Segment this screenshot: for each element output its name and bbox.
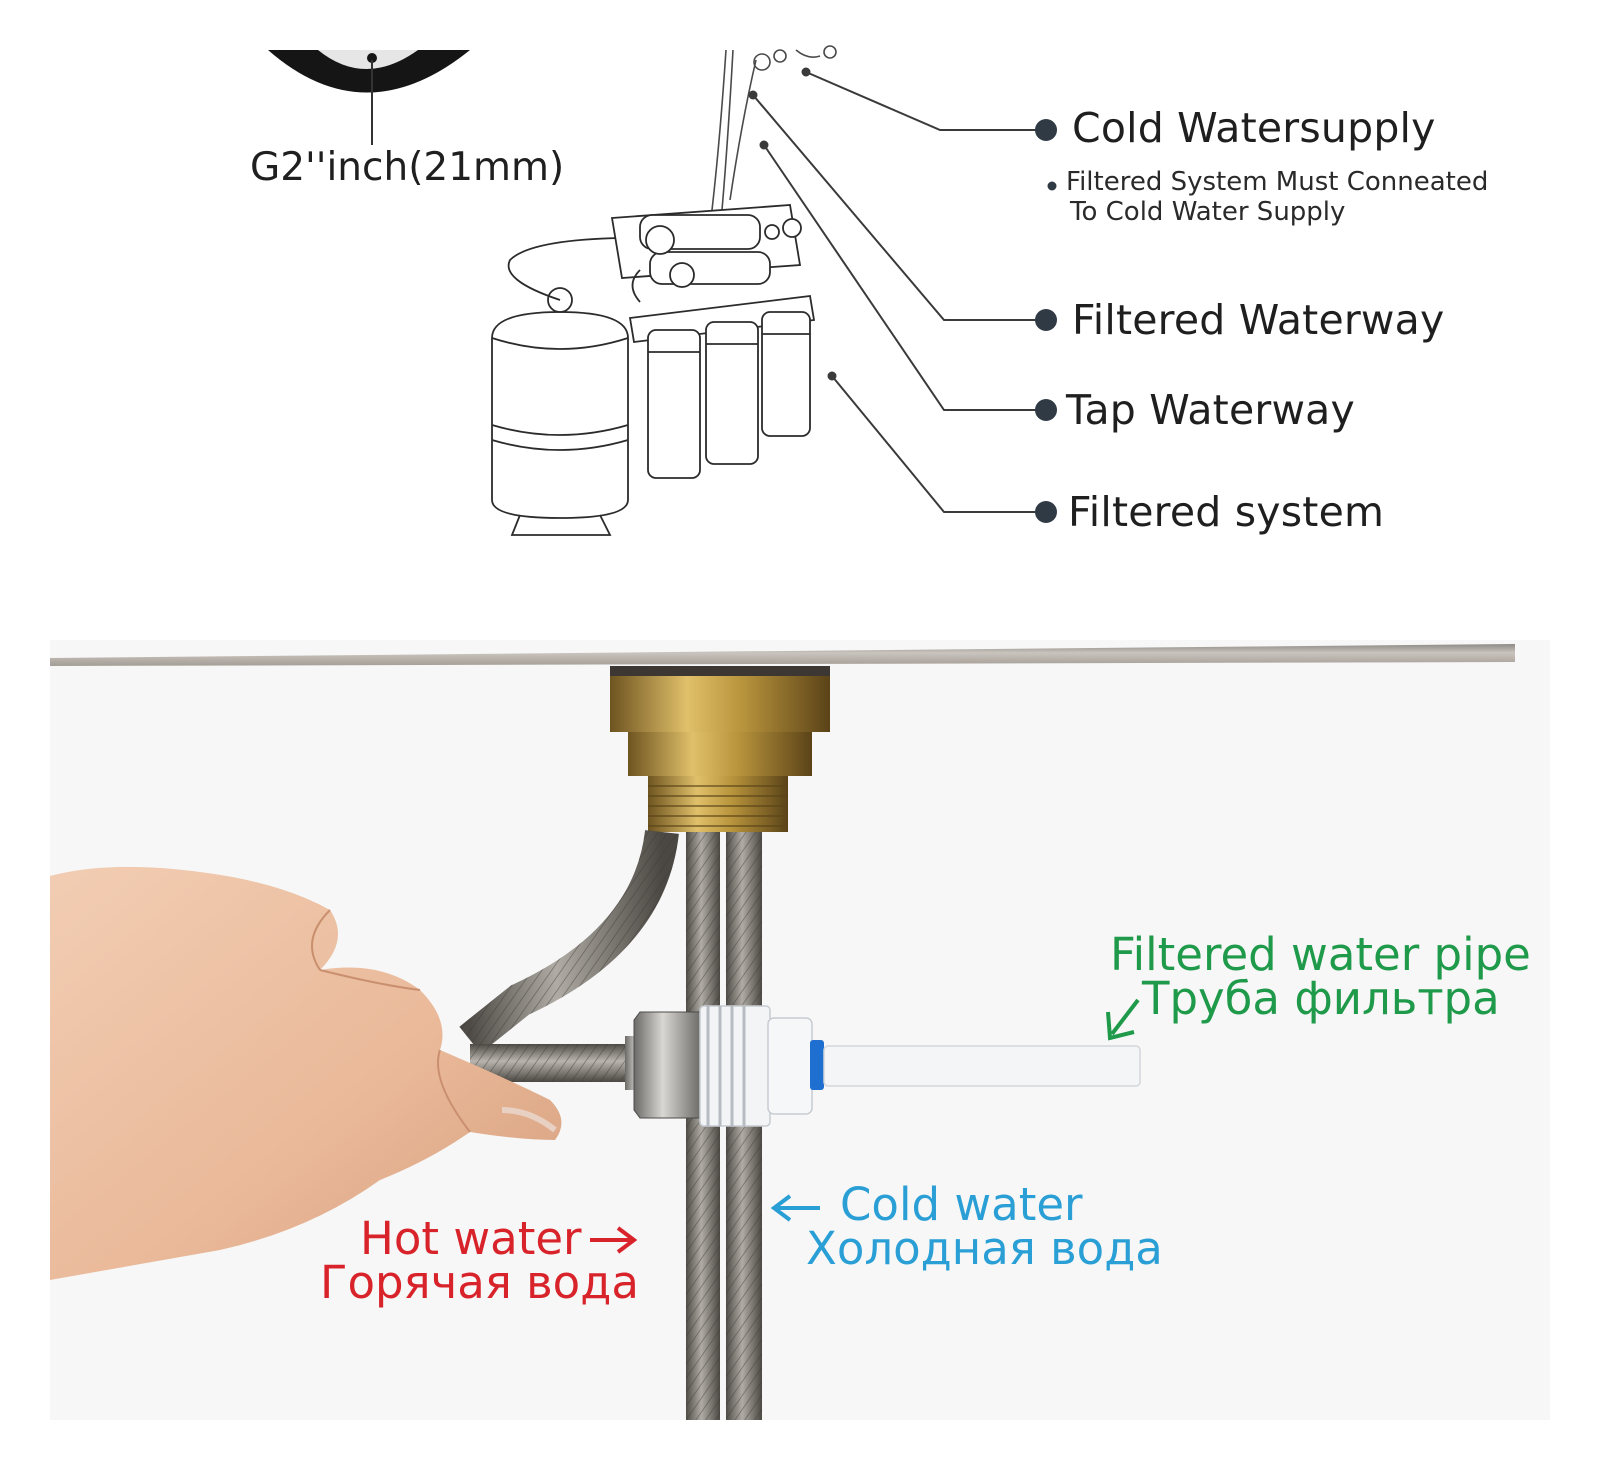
- countertop: [50, 644, 1515, 666]
- cold-water-label-en: Cold water: [840, 1178, 1083, 1231]
- cold-water-arrow-icon: [770, 1194, 820, 1222]
- plastic-adapter: [699, 1005, 824, 1127]
- photo-illustration: [50, 644, 1515, 1420]
- callout-filtered-waterway: Filtered Waterway: [1072, 296, 1445, 344]
- brass-fitting: [610, 676, 830, 832]
- callout-dots: [1035, 119, 1057, 523]
- filtered-pipe-label-ru: Труба фильтра: [1142, 972, 1500, 1025]
- hot-water-arrow-icon: [590, 1226, 638, 1254]
- note-line-1: Filtered System Must Conneated: [1066, 167, 1489, 197]
- thread-size-label: G2''inch(21mm): [250, 145, 565, 190]
- callout-tap-waterway: Tap Waterway: [1066, 386, 1355, 434]
- cold-water-label-ru: Холодная вода: [806, 1222, 1163, 1275]
- filtered-water-tube: [823, 1045, 1141, 1087]
- ro-filter-system-drawing: [491, 204, 816, 536]
- installation-diagram: G2''inch(21mm) Cold Watersupply Filtered…: [0, 0, 1600, 600]
- callout-cold-water-supply: Cold Watersupply: [1072, 104, 1436, 152]
- hot-water-label-en: Hot water: [360, 1212, 582, 1265]
- steel-connector: [625, 1011, 707, 1119]
- hand: [50, 866, 562, 1280]
- diagram-drawing: [268, 45, 1057, 536]
- faucet-base-drawing: [268, 50, 470, 145]
- note-line-2: To Cold Water Supply: [1070, 197, 1346, 227]
- installation-photo: Filtered water pipe Труба фильтра Cold w…: [50, 640, 1550, 1420]
- callout-filtered-system: Filtered system: [1068, 488, 1385, 536]
- hot-water-label-ru: Горячая вода: [320, 1256, 639, 1309]
- callout-leaders: [748, 67, 1040, 513]
- supply-hoses-drawing: [711, 45, 837, 211]
- filtered-pipe-arrow-icon: [1106, 998, 1140, 1041]
- filtered-pipe-label-en: Filtered water pipe: [1110, 928, 1531, 981]
